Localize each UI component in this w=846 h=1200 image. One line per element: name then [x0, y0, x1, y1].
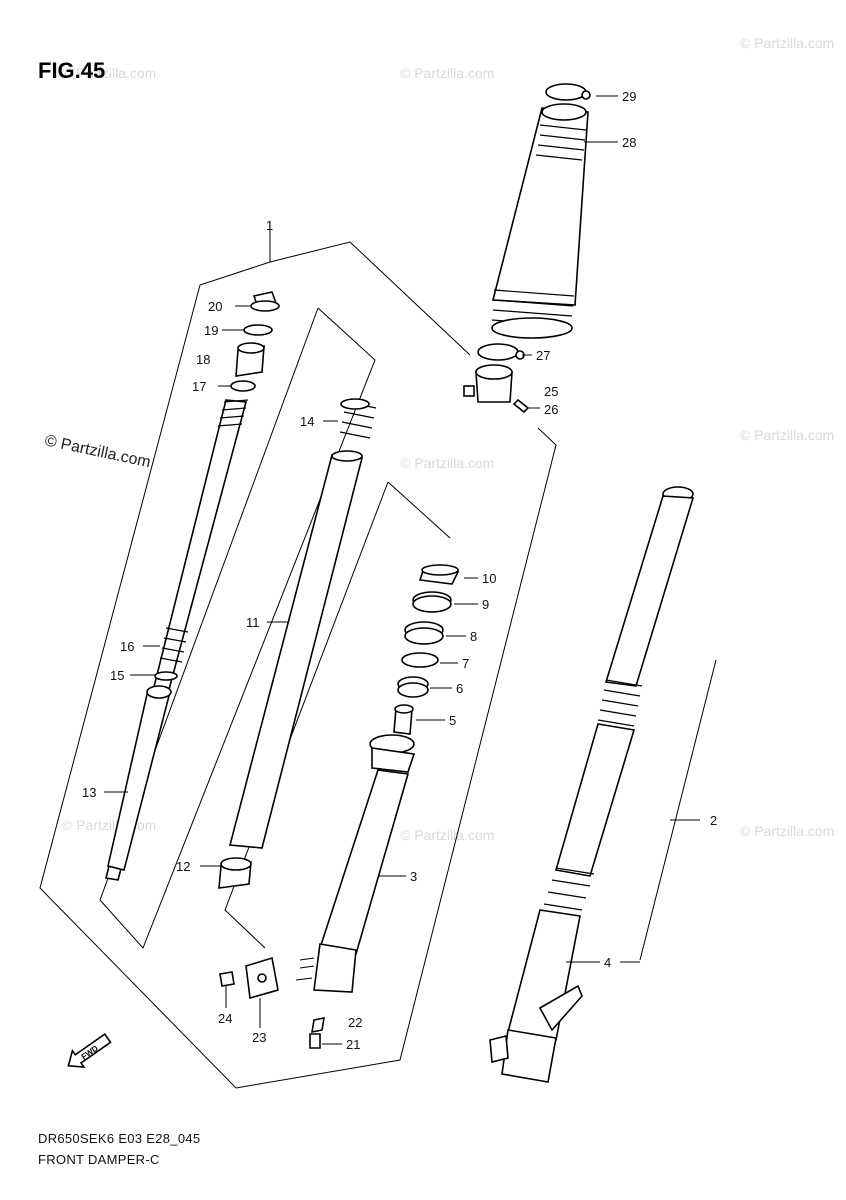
part-24-nut	[219, 971, 235, 987]
part-28-fork-boot	[491, 103, 589, 339]
watermark: © Partzilla.com	[62, 65, 156, 81]
callout-5: 5	[449, 713, 456, 728]
diagram-caption: FRONT DAMPER-C	[38, 1152, 160, 1167]
part-29-clamp	[545, 83, 591, 101]
part-20-cap-bolt	[250, 291, 280, 312]
watermark: © Partzilla.com	[400, 455, 494, 471]
leader-lines	[104, 95, 717, 1045]
part-23-axle-holder	[245, 956, 279, 1000]
part-22-washer	[311, 1016, 325, 1034]
model-code: DR650SEK6 E03 E28_045	[38, 1131, 200, 1146]
watermark: © Partzilla.com	[62, 817, 156, 833]
callout-16: 16	[120, 639, 134, 654]
callout-9: 9	[482, 597, 489, 612]
part-7-washer	[401, 652, 439, 668]
callout-3: 3	[410, 869, 417, 884]
callout-12: 12	[176, 859, 190, 874]
callout-24: 24	[218, 1011, 232, 1026]
callout-11: 11	[246, 615, 260, 630]
callout-2: 2	[710, 813, 717, 828]
callout-15: 15	[110, 668, 124, 683]
part-12-bushing	[218, 857, 252, 889]
part-13-inner-tube	[105, 399, 249, 881]
callout-17: 17	[192, 379, 206, 394]
part-26-screw	[512, 398, 530, 414]
watermark: © Partzilla.com	[740, 823, 834, 839]
figure-title: FIG.45	[38, 58, 105, 83]
callout-28: 28	[622, 135, 636, 150]
callout-27: 27	[536, 348, 550, 363]
part-8-oil-seal	[404, 621, 444, 645]
callout-1: 1	[266, 218, 273, 233]
watermark: © Partzilla.com	[740, 35, 834, 51]
callout-4: 4	[604, 955, 611, 970]
callout-13: 13	[82, 785, 96, 800]
watermark-dark: © Partzilla.com	[43, 432, 152, 471]
part-3-outer-tube	[295, 734, 416, 993]
part-17-washer	[230, 380, 256, 392]
callout-labels: 29 28 1 20 19 27 18 17 25 26 14 10 9 11 …	[82, 89, 717, 1052]
callout-10: 10	[482, 571, 496, 586]
part-18-spacer	[235, 342, 265, 377]
callout-21: 21	[346, 1037, 360, 1052]
part-19-o-ring	[243, 324, 273, 336]
callout-18: 18	[196, 352, 210, 367]
part-25-bracket	[463, 364, 513, 403]
callout-14: 14	[300, 414, 314, 429]
callout-20: 20	[208, 299, 222, 314]
watermark-layer: © Partzilla.com © Partzilla.com © Partzi…	[43, 35, 834, 843]
part-10-dust-seal	[418, 564, 460, 585]
part-5-guide-metal	[393, 704, 414, 735]
callout-8: 8	[470, 629, 477, 644]
watermark: © Partzilla.com	[740, 427, 834, 443]
callout-19: 19	[204, 323, 218, 338]
part-9-stopper-ring	[412, 591, 452, 613]
callout-29: 29	[622, 89, 636, 104]
callout-22: 22	[348, 1015, 362, 1030]
watermark: © Partzilla.com	[400, 827, 494, 843]
part-21-bolt	[309, 1033, 321, 1049]
forward-direction-arrow: FWD	[67, 1033, 112, 1069]
callout-6: 6	[456, 681, 463, 696]
part-6-guide-metal	[397, 676, 429, 698]
callout-7: 7	[462, 656, 469, 671]
part-11-damper-rod	[228, 450, 364, 849]
part-14-spring	[339, 398, 377, 439]
callout-26: 26	[544, 402, 558, 417]
watermark: © Partzilla.com	[400, 65, 494, 81]
part-2-front-fork-assembly	[489, 486, 695, 1083]
callout-25: 25	[544, 384, 558, 399]
part-27-clamp	[477, 343, 525, 361]
callout-23: 23	[252, 1030, 266, 1045]
